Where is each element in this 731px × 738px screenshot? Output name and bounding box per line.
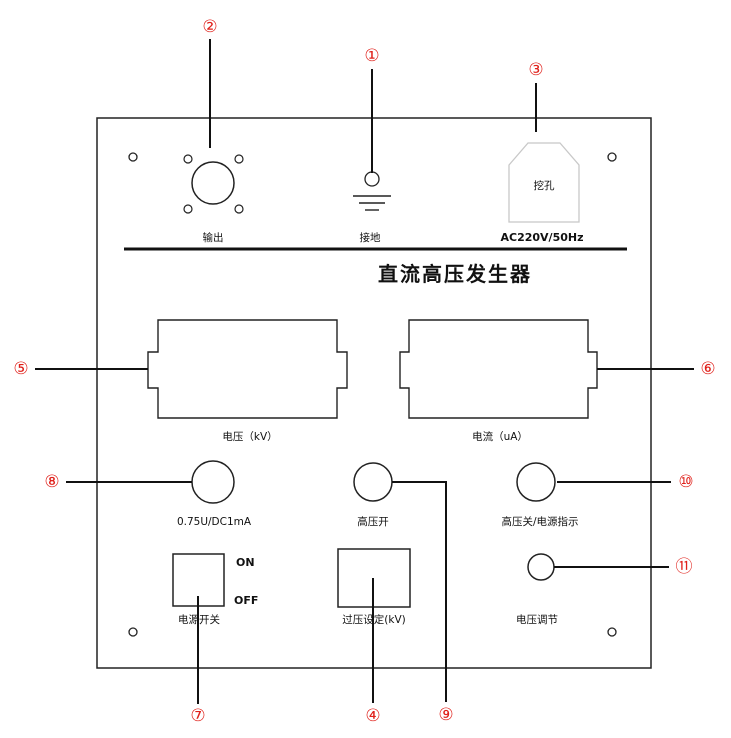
voltage-adjust-knob[interactable] [527,553,555,581]
mount-hole-top-left [128,152,138,162]
callout-marker-3: ③ [528,60,543,80]
current-meter [399,319,598,419]
power-socket-cutout [508,142,580,223]
hv-off-indicator-label: 高压关/电源指示 [501,515,578,528]
test-button-label: 0.75U/DC1mA [177,516,252,528]
current-meter-label: 电流（uA） [472,430,528,443]
power-input-label: AC220V/50Hz [501,231,584,244]
callout-marker-5: ⑤ [13,359,28,379]
callout-marker-6: ⑥ [700,359,715,379]
callout-marker-2: ② [202,17,217,37]
ground-terminal-icon [353,171,391,211]
hv-on-label: 高压开 [357,515,389,528]
callout-marker-1: ① [364,46,379,66]
output-connector [183,154,244,214]
output-label: 输出 [203,231,224,244]
switch-on-label: ON [236,556,255,569]
mount-hole-bottom-left [128,627,138,637]
ground-label: 接地 [360,231,381,244]
voltage-meter-label: 电压（kV） [222,430,277,443]
voltage-meter [147,319,348,419]
mount-hole-bottom-right [607,627,617,637]
power-switch-label: 电源开关 [178,613,220,626]
cutout-label: 挖孔 [534,179,555,192]
callout-marker-9: ⑨ [438,705,453,725]
test-button[interactable] [191,460,235,504]
callout-marker-8: ⑧ [44,472,59,492]
callout-marker-7: ⑦ [190,706,205,726]
callout-marker-10: ⑩ [678,472,693,492]
hv-on-button[interactable] [353,462,393,502]
panel-title: 直流高压发生器 [378,262,532,286]
callout-marker-11: ⑪ [676,557,693,577]
voltage-adjust-label: 电压调节 [516,613,558,626]
callout-marker-4: ④ [365,706,380,726]
switch-off-label: OFF [234,594,258,607]
mount-hole-top-right [607,152,617,162]
hv-off-indicator-button[interactable] [516,462,556,502]
leader-lines [35,39,694,704]
